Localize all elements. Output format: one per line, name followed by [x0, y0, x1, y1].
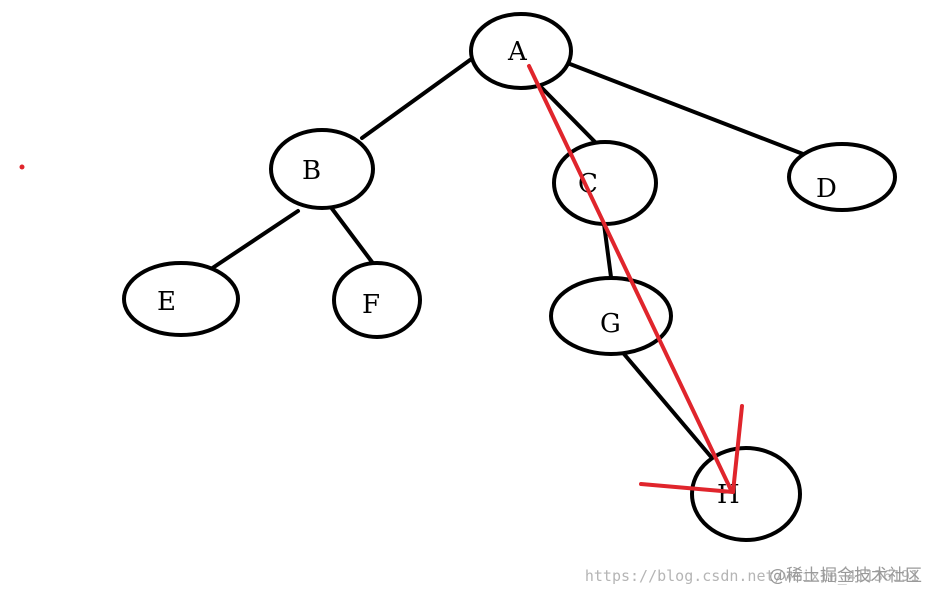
node-d-shape: [787, 142, 897, 212]
node-d: D: [787, 142, 897, 212]
edge-a-c: [536, 82, 598, 145]
node-h: H: [690, 446, 802, 542]
edge-a-d: [568, 62, 805, 156]
arrow-head-right: [731, 404, 744, 494]
node-e-shape: [122, 261, 240, 337]
node-b: B: [269, 128, 375, 210]
watermark-brand: @稀土掘金技术社区: [769, 566, 922, 586]
node-h-shape: [690, 446, 802, 542]
tree-nodes: A B C D E F G H: [122, 12, 897, 542]
highlight-path-line: [527, 64, 733, 492]
node-a: A: [469, 12, 573, 90]
node-b-shape: [269, 128, 375, 210]
node-b-label: B: [302, 156, 321, 186]
edge-g-h: [622, 352, 714, 460]
node-f-shape: [332, 261, 422, 339]
node-d-label: D: [816, 174, 837, 204]
node-g: G: [549, 276, 673, 356]
node-g-label: G: [600, 309, 621, 339]
watermark-url: https://blog.csdn.net/weixin_41136191: [584, 567, 919, 585]
edge-b-f: [328, 204, 380, 272]
node-e-label: E: [157, 287, 176, 317]
node-f: F: [332, 261, 422, 339]
watermark: https://blog.csdn.net/weixin_41136191@稀土…: [585, 561, 922, 586]
edge-b-e: [203, 209, 300, 275]
node-f-label: F: [362, 290, 380, 320]
arrow-head-left: [639, 482, 735, 494]
edge-a-b: [360, 58, 472, 140]
node-a-label: A: [507, 37, 528, 67]
node-a-shape: [469, 12, 573, 90]
edge-c-g: [602, 222, 613, 279]
highlight-path-arrow: [19, 64, 744, 494]
red-dot-mark: [19, 164, 25, 170]
tree-edges: [203, 58, 805, 460]
node-e: E: [122, 261, 240, 337]
